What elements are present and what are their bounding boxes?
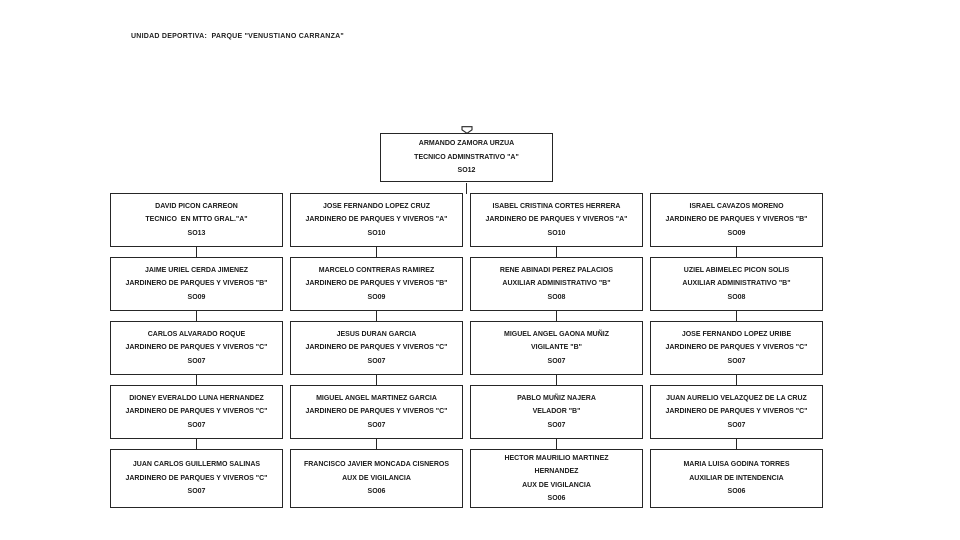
employee-name: ISABEL CRISTINA CORTES HERRERA [492,202,621,210]
employee-code: SO10 [367,229,386,237]
employee-role: AUX DE VIGILANCIA [342,474,411,482]
org-box: JOSE FERNANDO LOPEZ CRUZ JARDINERO DE PA… [290,193,463,247]
org-box: MIGUEL ANGEL MARTINEZ GARCIA JARDINERO D… [290,374,463,439]
org-box: DIONEY EVERALDO LUNA HERNANDEZ JARDINERO… [110,374,283,439]
employee-name: DAVID PICON CARREON [155,202,238,210]
employee-role: JARDINERO DE PARQUES Y VIVEROS "C" [305,408,448,416]
employee-code: SO09 [187,293,206,301]
employee-code: SO07 [547,421,566,429]
org-box: RENE ABINADI PEREZ PALACIOS AUXILIAR ADM… [470,246,643,311]
employee-role: AUXILIAR ADMINISTRATIVO "B" [502,280,611,288]
employee-code: SO08 [727,293,746,301]
employee-role: TECNICO ADMINSTRATIVO "A" [414,153,519,161]
employee-code: SO07 [187,357,206,365]
employee-role: AUXILIAR DE INTENDENCIA [689,474,784,482]
org-box: JAIME URIEL CERDA JIMENEZ JARDINERO DE P… [110,246,283,311]
org-box: FRANCISCO JAVIER MONCADA CISNEROS AUX DE… [290,438,463,508]
employee-role: TECNICO EN MTTO GRAL."A" [145,216,248,224]
employee-name: HECTOR MAURILIO MARTINEZ HERNANDEZ [504,454,609,476]
employee-role: JARDINERO DE PARQUES Y VIVEROS "C" [125,344,268,352]
employee-name: MARIA LUISA GODINA TORRES [683,461,790,469]
employee-name: UZIEL ABIMELEC PICON SOLIS [683,266,790,274]
page-title: UNIDAD DEPORTIVA: PARQUE "VENUSTIANO CAR… [131,33,344,40]
employee-role: JARDINERO DE PARQUES Y VIVEROS "A" [485,216,628,224]
employee-code: SO09 [727,229,746,237]
org-box: MARIA LUISA GODINA TORRES AUXILIAR DE IN… [650,438,823,508]
employee-name: JUAN AURELIO VELAZQUEZ DE LA CRUZ [666,394,807,402]
org-box: HECTOR MAURILIO MARTINEZ HERNANDEZ AUX D… [470,438,643,508]
banner-icon [460,126,473,134]
org-box: CARLOS ALVARADO ROQUE JARDINERO DE PARQU… [110,310,283,375]
employee-code: SO06 [727,488,746,496]
employee-code: SO07 [547,357,566,365]
employee-role: JARDINERO DE PARQUES Y VIVEROS "C" [665,344,808,352]
employee-name: ISRAEL CAVAZOS MORENO [689,202,784,210]
employee-role: JARDINERO DE PARQUES Y VIVEROS "A" [305,216,448,224]
employee-name: JUAN CARLOS GUILLERMO SALINAS [132,461,261,469]
employee-name: MARCELO CONTRERAS RAMIREZ [318,266,435,274]
employee-role: JARDINERO DE PARQUES Y VIVEROS "C" [665,408,808,416]
employee-name: MIGUEL ANGEL GAONA MUÑIZ [504,330,609,338]
employee-code: SO06 [367,488,386,496]
org-box: JESUS DURAN GARCIA JARDINERO DE PARQUES … [290,310,463,375]
org-box-root: ARMANDO ZAMORA URZUA TECNICO ADMINSTRATI… [380,126,553,194]
employee-name: PABLO MUÑIZ NAJERA [517,394,596,402]
employee-name: JAIME URIEL CERDA JIMENEZ [144,266,249,274]
org-box: MARCELO CONTRERAS RAMIREZ JARDINERO DE P… [290,246,463,311]
employee-role: VIGILANTE "B" [531,344,582,352]
employee-role: AUX DE VIGILANCIA [522,481,591,489]
employee-name: JOSE FERNANDO LOPEZ URIBE [681,330,792,338]
org-box: ISABEL CRISTINA CORTES HERRERA JARDINERO… [470,193,643,247]
org-box: ISRAEL CAVAZOS MORENO JARDINERO DE PARQU… [650,193,823,247]
employee-role: JARDINERO DE PARQUES Y VIVEROS "C" [125,408,268,416]
employee-name: JOSE FERNANDO LOPEZ CRUZ [323,202,430,210]
employee-name: JESUS DURAN GARCIA [336,330,417,338]
employee-role: JARDINERO DE PARQUES Y VIVEROS "B" [665,216,808,224]
employee-code: SO07 [367,421,386,429]
employee-code: SO13 [187,229,206,237]
employee-role: JARDINERO DE PARQUES Y VIVEROS "C" [305,344,448,352]
employee-role: VELADOR "B" [532,408,581,416]
employee-code: SO09 [367,293,386,301]
employee-name: CARLOS ALVARADO ROQUE [147,330,246,338]
org-grid: DAVID PICON CARREON TECNICO EN MTTO GRAL… [110,193,823,508]
employee-code: SO12 [457,167,476,175]
employee-code: SO07 [727,421,746,429]
employee-code: SO07 [367,357,386,365]
org-box: MIGUEL ANGEL GAONA MUÑIZ VIGILANTE "B" S… [470,310,643,375]
org-box: PABLO MUÑIZ NAJERA VELADOR "B" SO07 [470,374,643,439]
org-box: UZIEL ABIMELEC PICON SOLIS AUXILIAR ADMI… [650,246,823,311]
org-box: JUAN CARLOS GUILLERMO SALINAS JARDINERO … [110,438,283,508]
employee-code: SO06 [547,495,566,502]
org-box: JOSE FERNANDO LOPEZ URIBE JARDINERO DE P… [650,310,823,375]
employee-code: SO07 [727,357,746,365]
employee-name: MIGUEL ANGEL MARTINEZ GARCIA [316,394,437,402]
employee-code: SO07 [187,421,206,429]
employee-name: RENE ABINADI PEREZ PALACIOS [499,266,614,274]
employee-role: JARDINERO DE PARQUES Y VIVEROS "C" [125,474,268,482]
org-box: JUAN AURELIO VELAZQUEZ DE LA CRUZ JARDIN… [650,374,823,439]
employee-code: SO08 [547,293,566,301]
employee-role: AUXILIAR ADMINISTRATIVO "B" [682,280,791,288]
employee-code: SO10 [547,229,566,237]
employee-name: ARMANDO ZAMORA URZUA [418,140,515,148]
employee-name: FRANCISCO JAVIER MONCADA CISNEROS [303,461,450,469]
employee-code: SO07 [187,488,206,496]
employee-role: JARDINERO DE PARQUES Y VIVEROS "B" [305,280,448,288]
org-box: DAVID PICON CARREON TECNICO EN MTTO GRAL… [110,193,283,247]
employee-name: DIONEY EVERALDO LUNA HERNANDEZ [129,394,264,402]
employee-role: JARDINERO DE PARQUES Y VIVEROS "B" [125,280,268,288]
